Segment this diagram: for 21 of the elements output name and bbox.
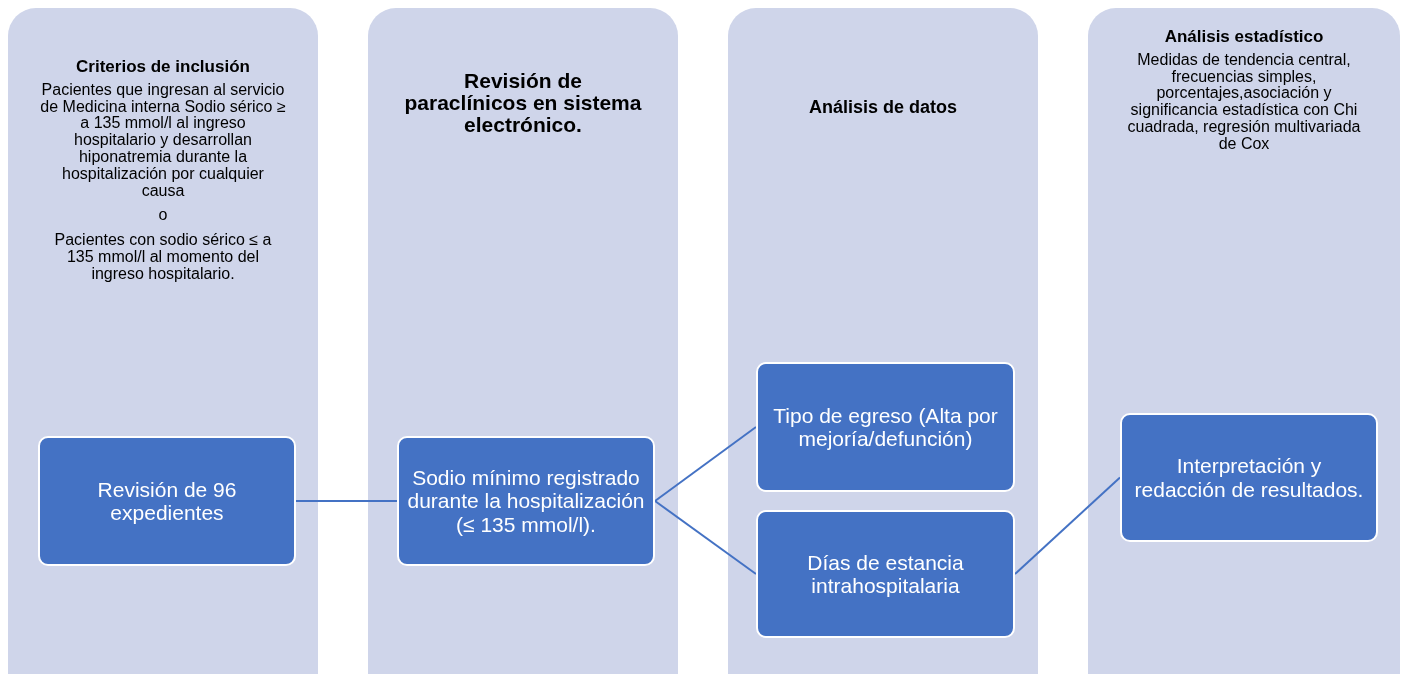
column-heading: Análisis estadístico <box>1163 28 1325 46</box>
column-text: Pacientes que ingresan al servicio de Medicina interna Sodio sérico ≥ a 135 mmol/l al ingreso hospitalario y desarrollan hiponatremia durante la hospitalización por cualquier causa <box>40 81 286 200</box>
column-panel <box>368 8 678 674</box>
process-box: Tipo de egreso (Alta por mejoría/defunción) <box>756 362 1015 492</box>
connector-line <box>654 500 757 575</box>
connector-line <box>1014 476 1121 575</box>
column-panel <box>1088 8 1400 674</box>
column-panel <box>8 8 318 674</box>
process-box: Interpretación y redacción de resultados. <box>1120 413 1378 542</box>
connector-line <box>295 500 398 502</box>
column-text: Pacientes con sodio sérico ≤ a 135 mmol/l al momento del ingreso hospitalario. <box>53 232 273 283</box>
process-box: Días de estancia intrahospitalaria <box>756 510 1015 638</box>
column-heading: Análisis de datos <box>807 98 958 117</box>
column-heading: Criterios de inclusión <box>75 58 251 76</box>
column-heading: Revisión de paraclínicos en sistema electrónico. <box>403 70 643 137</box>
column-text: o <box>157 207 169 225</box>
process-box: Sodio mínimo registrado durante la hospitalización (≤ 135 mmol/l). <box>397 436 655 566</box>
column-text: Medidas de tendencia central, frecuencias simples, porcentajes,asociación y significancia estadística con Chi cuadrada, regresión multivariada de Cox <box>1126 51 1362 153</box>
process-box: Revisión de 96 expedientes <box>38 436 296 566</box>
column-panel <box>728 8 1038 674</box>
connector-line <box>654 426 757 502</box>
